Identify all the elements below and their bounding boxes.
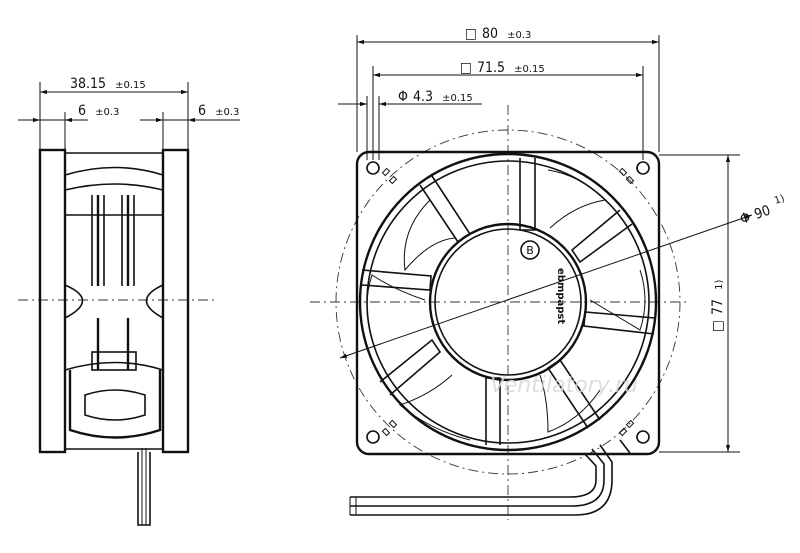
dim-frame-height: □ 77 1) xyxy=(707,280,726,332)
dim-hole-pitch: □ 71.5 ±0.15 xyxy=(460,57,545,76)
dim-impeller-diameter: Φ 90 1) xyxy=(737,193,789,228)
dim-side-left-flange: 6 ±0.3 xyxy=(78,100,119,119)
dim-side-width: 38.15 ±0.15 xyxy=(70,73,146,92)
brand-logo: ebmpapst xyxy=(555,268,566,324)
side-view: 38.15 ±0.15 6 ±0.3 6 ±0.3 xyxy=(18,73,240,526)
dim-side-right-flange: 6 ±0.3 xyxy=(198,100,239,119)
rotor-mark: B xyxy=(526,244,534,257)
dim-hole-diameter: Φ 4.3 ±0.15 xyxy=(398,86,473,105)
dim-frame-size: □ 80 ±0.3 xyxy=(465,23,531,42)
watermark: Ventilatory.ru xyxy=(490,373,638,398)
front-view: B ebmpapst □ 80 ±0.3 □ 71.5 ±0 xyxy=(310,23,789,520)
